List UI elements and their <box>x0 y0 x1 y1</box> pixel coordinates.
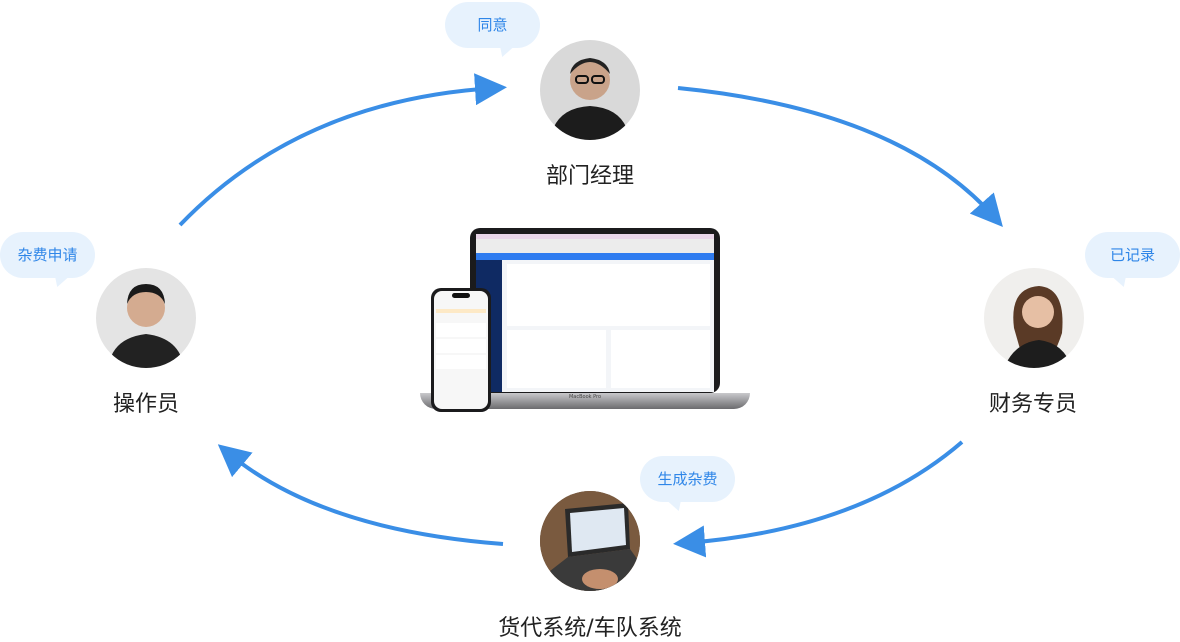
operator-label: 操作员 <box>112 392 179 417</box>
arrow-manager-to-finance <box>677 86 1003 228</box>
arrow-system-to-operator <box>217 444 504 546</box>
operator-avatar <box>96 268 196 368</box>
laptop <box>470 228 720 393</box>
finance-label: 财务专员 <box>988 392 1077 417</box>
laptop-base: MacBook Pro <box>420 393 750 409</box>
arrow-finance-to-system <box>673 440 964 558</box>
bubble-recorded: 已记录 <box>1085 232 1180 278</box>
manager-avatar <box>540 40 640 140</box>
laptop-brand: MacBook Pro <box>568 394 602 400</box>
bubble-generate-fee: 生成杂费 <box>640 456 735 502</box>
phone-screen <box>434 291 488 409</box>
finance-avatar <box>984 268 1084 368</box>
bubble-agree: 同意 <box>445 2 540 48</box>
bubble-fee-request: 杂费申请 <box>0 232 95 278</box>
system-avatar <box>540 491 640 591</box>
phone <box>431 288 491 412</box>
system-label: 货代系统/车队系统 <box>498 616 682 641</box>
laptop-screen <box>476 234 714 392</box>
arrow-operator-to-manager <box>178 73 507 227</box>
manager-label: 部门经理 <box>545 164 634 189</box>
